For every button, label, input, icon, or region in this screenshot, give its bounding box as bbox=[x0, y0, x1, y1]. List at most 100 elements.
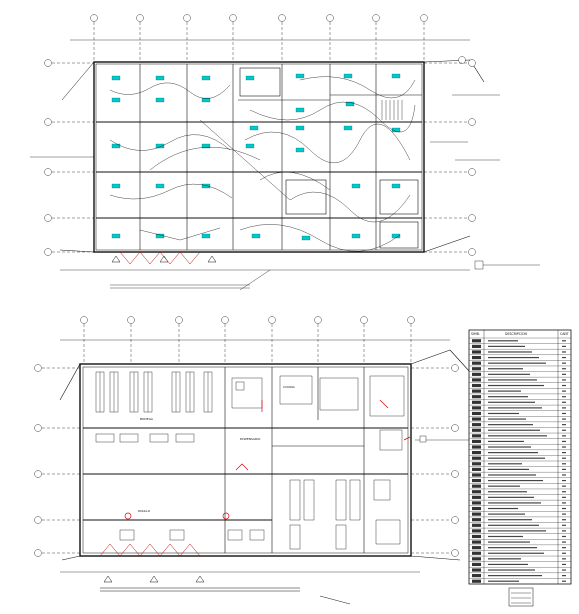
light-fixture-icon bbox=[343, 73, 353, 79]
legend-description-line bbox=[488, 485, 520, 487]
top-grid-bubble bbox=[44, 59, 52, 67]
legend-qty-mark bbox=[562, 468, 566, 470]
light-fixture-icon bbox=[111, 233, 121, 239]
bottom-grid-bubble bbox=[175, 316, 183, 324]
top-grid-bubble bbox=[372, 14, 380, 22]
legend-symbol-icon bbox=[472, 495, 481, 499]
legend-symbol-icon bbox=[472, 406, 481, 410]
legend-symbol-icon bbox=[472, 439, 481, 444]
legend-symbol-icon bbox=[472, 512, 481, 516]
light-fixture-icon bbox=[391, 73, 401, 79]
legend-description-line bbox=[488, 575, 542, 577]
light-fixture-icon bbox=[111, 143, 121, 149]
bottom-grid-bubble bbox=[34, 364, 42, 372]
legend-qty-mark bbox=[562, 396, 566, 398]
legend-description-line bbox=[488, 373, 530, 375]
legend-symbol-icon bbox=[472, 344, 481, 348]
legend-qty-mark bbox=[562, 401, 566, 403]
svg-text:BODEGA: BODEGA bbox=[140, 417, 154, 421]
legend-description-line bbox=[488, 535, 523, 538]
legend-description-line bbox=[488, 502, 541, 504]
light-fixture-icon bbox=[345, 101, 355, 107]
bottom-grid-bubble bbox=[268, 316, 276, 324]
legend-qty-mark bbox=[562, 485, 566, 487]
legend-qty-mark bbox=[562, 390, 566, 392]
legend-qty-mark bbox=[562, 569, 566, 571]
top-grid-bubble bbox=[229, 14, 237, 22]
legend-qty-mark bbox=[562, 563, 566, 566]
light-fixture-icon bbox=[201, 97, 211, 103]
light-fixture-icon bbox=[111, 97, 121, 103]
legend-qty-mark bbox=[562, 479, 566, 482]
light-fixture-icon bbox=[111, 75, 121, 81]
svg-text:COCINA: COCINA bbox=[283, 385, 296, 389]
bottom-grid-bubble bbox=[127, 316, 135, 324]
legend-description-line bbox=[488, 496, 534, 498]
bottom-grid-bubble bbox=[314, 316, 322, 324]
legend-qty-mark bbox=[562, 351, 566, 353]
light-fixture-icon bbox=[245, 75, 255, 81]
bottom-grid-bubble bbox=[451, 470, 459, 478]
light-fixture-icon bbox=[245, 143, 255, 149]
bottom-room-labels: DISPENSARIO PASILLO COCINA BODEGA bbox=[138, 385, 296, 513]
light-fixture-icon bbox=[201, 143, 211, 149]
light-fixture-icon bbox=[155, 233, 165, 239]
light-fixture-icon bbox=[391, 127, 401, 133]
legend-symbol-icon bbox=[472, 389, 481, 393]
legend-description-line bbox=[488, 463, 522, 465]
top-grid-bubble bbox=[278, 14, 286, 22]
legend-qty-mark bbox=[562, 580, 566, 582]
bottom-annotations bbox=[415, 435, 470, 443]
bottom-grid-bubble bbox=[407, 316, 415, 324]
top-grid-bubble bbox=[468, 248, 476, 256]
light-fixture-icon bbox=[201, 75, 211, 81]
legend-description-line bbox=[488, 435, 547, 437]
legend-symbol-icon bbox=[472, 579, 481, 583]
bottom-grid-bubble bbox=[451, 364, 459, 372]
bottom-grid-bubble bbox=[34, 470, 42, 478]
legend-symbol-icon bbox=[472, 568, 481, 572]
top-plan-outline bbox=[93, 61, 425, 253]
legend-symbol-icon bbox=[472, 378, 481, 382]
legend-description-line bbox=[488, 519, 532, 521]
top-annotations bbox=[30, 94, 540, 291]
legend-symbol-icon bbox=[472, 534, 481, 539]
legend-qty-mark bbox=[562, 524, 566, 526]
legend-qty-mark bbox=[562, 418, 566, 420]
legend-qty-mark bbox=[562, 340, 566, 342]
bottom-grid-bubble bbox=[34, 549, 42, 557]
legend-qty-mark bbox=[562, 446, 566, 448]
bottom-grid-bubble bbox=[451, 424, 459, 432]
legend-description-line bbox=[488, 468, 529, 470]
legend-symbol-icon bbox=[472, 478, 481, 483]
legend-symbol-icon bbox=[472, 355, 481, 360]
top-light-fixtures bbox=[111, 73, 401, 241]
legend-symbol-icon bbox=[472, 411, 481, 416]
light-fixture-icon bbox=[351, 183, 361, 189]
light-fixture-icon bbox=[295, 107, 305, 113]
legend-description-line bbox=[488, 530, 546, 532]
top-grid-bubble bbox=[136, 14, 144, 22]
light-fixture-icon bbox=[201, 183, 211, 189]
legend-qty-mark bbox=[562, 435, 566, 437]
light-fixture-icon bbox=[391, 183, 401, 189]
legend-qty-mark bbox=[562, 412, 566, 415]
legend-qty-mark bbox=[562, 384, 566, 387]
legend-description-line bbox=[488, 457, 545, 459]
bottom-grid-bubble bbox=[451, 516, 459, 524]
legend-description-line bbox=[488, 384, 544, 387]
legend-stamp-box bbox=[508, 587, 534, 607]
legend-symbol-icon bbox=[472, 523, 481, 527]
legend-symbol-icon bbox=[472, 467, 481, 471]
upper-electrical-plan bbox=[59, 59, 485, 265]
light-fixture-icon bbox=[249, 125, 259, 131]
light-fixture-icon bbox=[155, 183, 165, 189]
top-grid-bubble bbox=[420, 14, 428, 22]
legend-symbol-icon bbox=[472, 451, 481, 455]
storage-shelves bbox=[95, 371, 213, 413]
legend-qty-mark bbox=[562, 407, 566, 409]
bottom-grid-bubble bbox=[360, 316, 368, 324]
legend-symbol-icon bbox=[472, 540, 481, 544]
legend-symbol-icon bbox=[472, 574, 481, 578]
